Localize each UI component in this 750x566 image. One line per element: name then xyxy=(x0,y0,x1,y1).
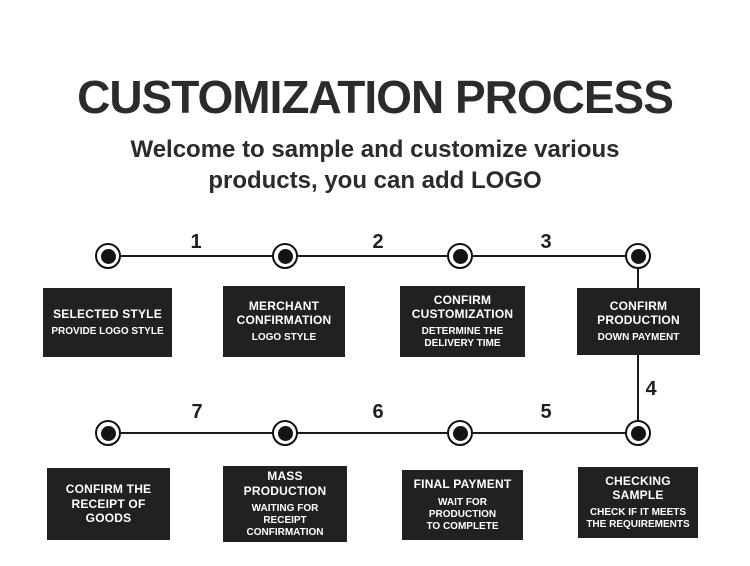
step-title: CHECKING SAMPLE xyxy=(605,473,671,502)
step-box-confirm-production: CONFIRM PRODUCTION DOWN PAYMENT xyxy=(577,288,700,355)
timeline-dot-icon xyxy=(95,243,121,269)
step-subtitle: CHECK IF IT MEETS THE REQUIREMENTS xyxy=(586,507,690,531)
step-subtitle: DETERMINE THE DELIVERY TIME xyxy=(421,326,504,350)
timeline-dot-icon xyxy=(625,243,651,269)
step-title: MASS PRODUCTION xyxy=(243,469,327,498)
step-box-confirm-receipt-of-goods: CONFIRM THE RECEIPT OF GOODS xyxy=(47,468,170,540)
step-title: MERCHANT CONFIRMATION xyxy=(236,298,332,327)
timeline-dot-icon xyxy=(447,420,473,446)
step-title: SELECTED STYLE xyxy=(53,306,162,321)
timeline-dot-icon xyxy=(95,420,121,446)
step-number-2: 2 xyxy=(372,231,384,253)
page-title: CUSTOMIZATION PROCESS xyxy=(77,71,674,123)
step-subtitle: PROVIDE LOGO STYLE xyxy=(51,326,164,338)
step-title: CONFIRM CUSTOMIZATION xyxy=(411,292,514,321)
step-number-4: 4 xyxy=(645,378,657,400)
timeline-dot-icon xyxy=(272,243,298,269)
page-subtitle: Welcome to sample and customize various … xyxy=(0,134,750,196)
step-box-mass-production: MASS PRODUCTION WAITING FOR RECEIPT CONF… xyxy=(223,466,347,542)
timeline-dot-icon xyxy=(447,243,473,269)
timeline-dot-icon xyxy=(272,420,298,446)
timeline-line-top xyxy=(108,255,639,257)
step-number-1: 1 xyxy=(190,231,202,253)
subtitle-line-1: Welcome to sample and customize various xyxy=(130,136,620,163)
step-title: CONFIRM PRODUCTION xyxy=(597,298,680,327)
step-subtitle: LOGO STYLE xyxy=(251,332,317,344)
step-number-5: 5 xyxy=(540,401,552,423)
timeline-dot-icon xyxy=(625,420,651,446)
step-box-selected-style: SELECTED STYLE PROVIDE LOGO STYLE xyxy=(43,288,172,357)
step-number-7: 7 xyxy=(191,401,203,423)
step-box-merchant-confirmation: MERCHANT CONFIRMATION LOGO STYLE xyxy=(223,286,345,357)
step-number-3: 3 xyxy=(540,231,552,253)
step-number-6: 6 xyxy=(372,401,384,423)
step-subtitle: WAIT FOR PRODUCTION TO COMPLETE xyxy=(426,496,499,532)
step-title: CONFIRM THE RECEIPT OF GOODS xyxy=(65,482,152,526)
step-box-final-payment: FINAL PAYMENT WAIT FOR PRODUCTION TO COM… xyxy=(402,470,523,540)
step-box-checking-sample: CHECKING SAMPLE CHECK IF IT MEETS THE RE… xyxy=(578,467,698,538)
timeline-line-bottom xyxy=(108,432,639,434)
step-box-confirm-customization: CONFIRM CUSTOMIZATION DETERMINE THE DELI… xyxy=(400,286,525,357)
step-subtitle: DOWN PAYMENT xyxy=(597,332,680,344)
subtitle-line-2: products, you can add LOGO xyxy=(208,167,542,194)
step-title: FINAL PAYMENT xyxy=(413,477,512,492)
step-subtitle: WAITING FOR RECEIPT CONFIRMATION xyxy=(246,502,324,538)
